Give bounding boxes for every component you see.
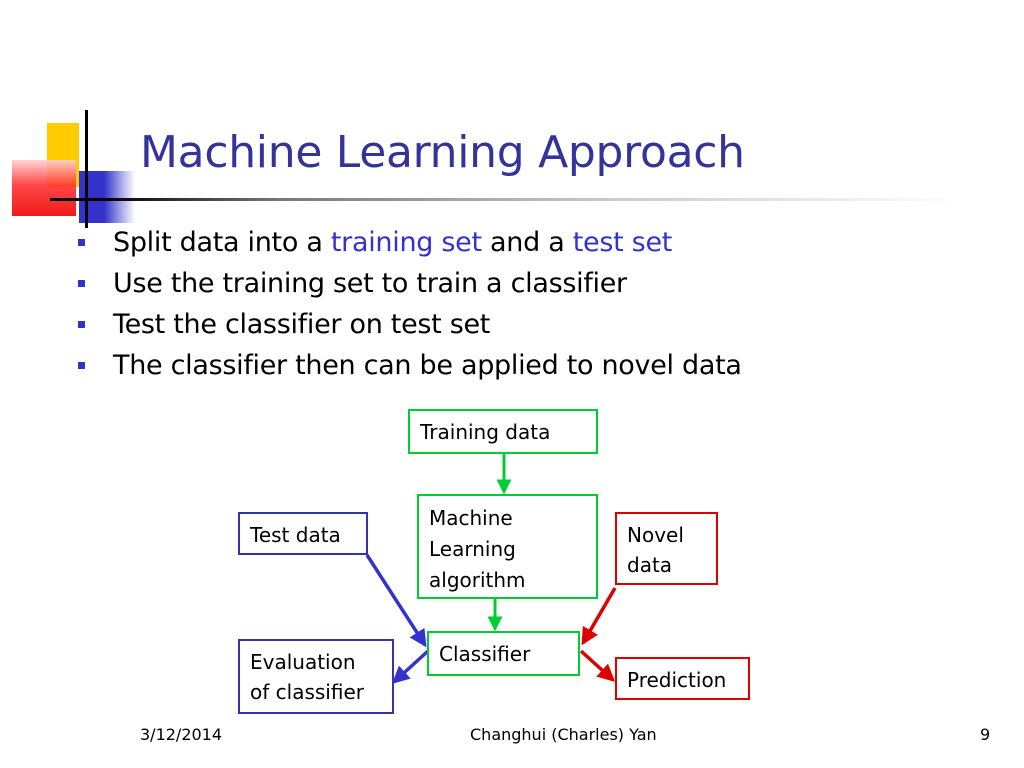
bullet-item: The classifier then can be applied to no… — [78, 345, 742, 386]
arrow-classifier-to-evaluation — [391, 649, 430, 684]
footer-author: Changhui (Charles) Yan — [470, 725, 657, 744]
evaluation-box: Evaluation of classifier — [238, 639, 394, 714]
arrow-noveldata-to-classifier — [581, 587, 617, 646]
training-data-label: Training data — [420, 420, 551, 444]
ml-algorithm-label: Machine — [429, 506, 513, 530]
arrow-classifier-to-prediction — [579, 649, 616, 682]
classifier-box: Classifier — [427, 631, 580, 676]
bullet-list: Split data into a training set and a tes… — [78, 222, 742, 386]
decor-red-square — [12, 160, 76, 216]
novel-data-box: Novel data — [615, 512, 718, 585]
prediction-box: Prediction — [615, 657, 750, 700]
evaluation-label: of classifier — [250, 680, 364, 704]
bullet-item: Use the training set to train a classifi… — [78, 263, 742, 304]
arrow-testdata-to-classifier — [365, 554, 427, 648]
evaluation-label: Evaluation — [250, 650, 356, 674]
bullet-highlight: test set — [572, 227, 673, 258]
square-bullet-icon — [78, 239, 85, 246]
prediction-label: Prediction — [627, 668, 727, 692]
square-bullet-icon — [78, 321, 85, 328]
novel-data-label: data — [627, 553, 673, 577]
novel-data-label: Novel — [627, 523, 684, 547]
decor-blue-square — [79, 171, 135, 223]
bullet-text: Test the classifier on test set — [113, 309, 491, 340]
footer-date: 3/12/2014 — [140, 725, 223, 744]
test-data-box: Test data — [238, 512, 368, 555]
bullet-text: Split data into a — [113, 227, 331, 258]
square-bullet-icon — [78, 362, 85, 369]
classifier-label: Classifier — [439, 642, 531, 666]
bullet-text: and a — [481, 227, 573, 258]
ml-algorithm-box: Machine Learning algorithm — [417, 494, 598, 599]
square-bullet-icon — [78, 280, 85, 287]
footer-page-number: 9 — [980, 725, 991, 744]
ml-algorithm-label: algorithm — [429, 568, 526, 592]
training-data-box: Training data — [408, 409, 598, 454]
bullet-item: Test the classifier on test set — [78, 304, 742, 345]
ml-algorithm-label: Learning — [429, 537, 516, 561]
decor-vertical-line — [85, 110, 88, 228]
bullet-text: The classifier then can be applied to no… — [113, 350, 742, 381]
slide-title: Machine Learning Approach — [140, 127, 745, 178]
test-data-label: Test data — [250, 523, 341, 547]
bullet-highlight: training set — [330, 227, 482, 258]
bullet-item: Split data into a training set and a tes… — [78, 222, 742, 263]
bullet-text: Use the training set to train a classifi… — [113, 268, 627, 299]
title-underline — [50, 198, 964, 201]
